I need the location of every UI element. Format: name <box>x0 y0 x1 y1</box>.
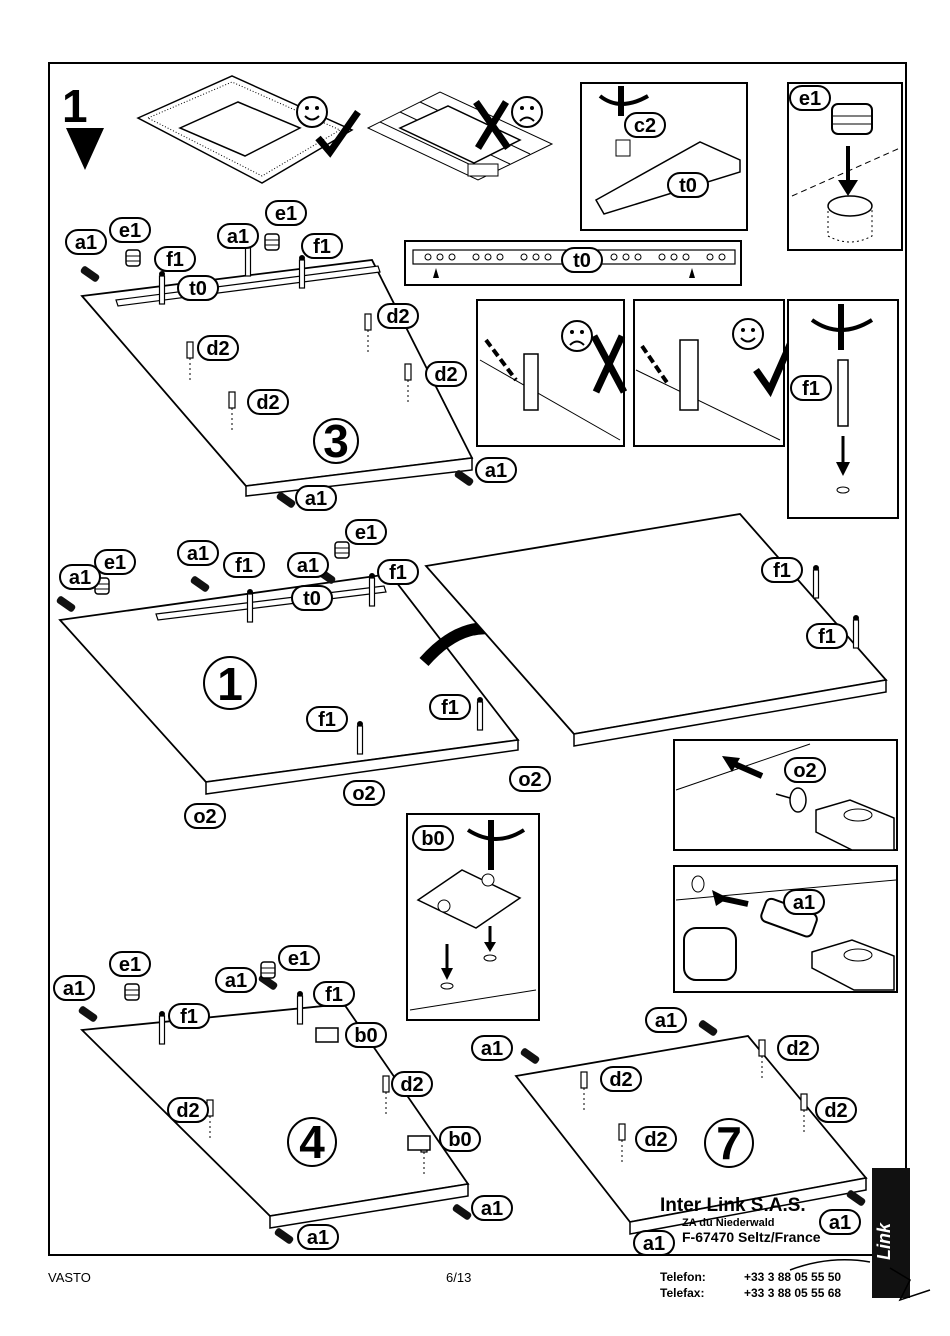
label-f1: f1 <box>313 236 331 258</box>
check-icon <box>315 109 361 158</box>
panel-7-number: 7 <box>716 1117 742 1169</box>
handwritten-signature <box>789 1259 931 1302</box>
company-logo: Link <box>872 1168 910 1298</box>
label-o2: o2 <box>793 760 816 782</box>
label-o2: o2 <box>352 783 375 805</box>
label-t0: t0 <box>189 278 207 300</box>
floor-wrong-illustration <box>366 91 554 181</box>
fax-label: Telefax: <box>660 1286 705 1300</box>
label-f1: f1 <box>802 378 820 400</box>
model-name: VASTO <box>48 1270 91 1285</box>
label-o2: o2 <box>193 806 216 828</box>
panel-3-number: 3 <box>323 415 349 467</box>
label-d2: d2 <box>644 1129 667 1151</box>
label-a1: a1 <box>227 226 249 248</box>
dowel-wrong-box <box>476 299 625 447</box>
label-c2: c2 <box>634 115 656 137</box>
label-d2: d2 <box>256 392 279 414</box>
label-d2: d2 <box>176 1100 199 1122</box>
happy-face-icon <box>296 96 328 128</box>
label-a1: a1 <box>63 978 85 1000</box>
glove-icon <box>683 927 737 981</box>
label-a1: a1 <box>69 567 91 589</box>
company-address-line1: ZA du Niederwald <box>682 1217 775 1229</box>
label-e1: e1 <box>119 954 141 976</box>
label-b0: b0 <box>354 1025 377 1047</box>
label-f1: f1 <box>166 249 184 271</box>
label-e1: e1 <box>355 522 377 544</box>
label-e1: e1 <box>104 552 126 574</box>
svg-text:Link: Link <box>874 1222 894 1260</box>
label-d2: d2 <box>609 1069 632 1091</box>
label-e1: e1 <box>275 203 297 225</box>
label-a1: a1 <box>829 1212 851 1234</box>
label-d2: d2 <box>386 306 409 328</box>
panel-4-number: 4 <box>299 1116 325 1168</box>
page-number: 6/13 <box>446 1270 472 1285</box>
company-contacts: Telefon: +33 3 88 05 55 50 Telefax: +33 3 … <box>660 1269 841 1301</box>
label-f1: f1 <box>773 560 791 582</box>
label-f1: f1 <box>441 697 459 719</box>
fax-value: +33 3 88 05 55 68 <box>744 1286 842 1300</box>
label-f1: f1 <box>180 1006 198 1028</box>
phone-label: Telefon: <box>660 1270 706 1284</box>
label-a1: a1 <box>225 970 247 992</box>
company-name: Inter Link S.A.S. <box>660 1195 806 1216</box>
label-a1: a1 <box>305 488 327 510</box>
down-arrow-icon <box>66 128 104 170</box>
label-a1: a1 <box>793 892 815 914</box>
label-e1: e1 <box>799 88 821 110</box>
label-f1: f1 <box>818 626 836 648</box>
label-e1: e1 <box>119 220 141 242</box>
label-d2: d2 <box>786 1038 809 1060</box>
label-a1: a1 <box>481 1198 503 1220</box>
label-a1: a1 <box>307 1227 329 1249</box>
company-address: Inter Link S.A.S. ZA du Niederwald F-674… <box>660 1195 821 1245</box>
label-a1: a1 <box>655 1010 677 1032</box>
label-o2: o2 <box>518 769 541 791</box>
label-f1: f1 <box>318 709 336 731</box>
cross-icon <box>473 100 511 150</box>
label-f1: f1 <box>325 984 343 1006</box>
label-a1: a1 <box>485 460 507 482</box>
label-b0: b0 <box>421 828 444 850</box>
label-a1: a1 <box>481 1038 503 1060</box>
label-a1: a1 <box>643 1233 665 1255</box>
step-number: 1 <box>62 80 88 132</box>
sad-face-icon <box>511 96 543 128</box>
label-t0: t0 <box>303 588 321 610</box>
label-a1: a1 <box>187 543 209 565</box>
label-d2: d2 <box>206 338 229 360</box>
label-f1: f1 <box>389 562 407 584</box>
panel-4-illustration <box>77 961 473 1246</box>
phone-value: +33 3 88 05 55 50 <box>744 1270 842 1284</box>
screwdriver-icon <box>618 86 624 116</box>
label-b0: b0 <box>448 1129 471 1151</box>
label-a1: a1 <box>297 555 319 577</box>
label-d2: d2 <box>434 364 457 386</box>
label-e1: e1 <box>288 948 310 970</box>
label-f1: f1 <box>235 555 253 577</box>
label-t0-strip: t0 <box>573 250 591 272</box>
rug-correct-illustration <box>136 75 354 184</box>
label-a1: a1 <box>75 232 97 254</box>
label-t0: t0 <box>679 175 697 197</box>
label-d2: d2 <box>824 1100 847 1122</box>
panel-1-number: 1 <box>217 658 243 710</box>
label-d2: d2 <box>400 1074 423 1096</box>
company-address-line2: F-67470 Seltz/France <box>682 1229 821 1245</box>
